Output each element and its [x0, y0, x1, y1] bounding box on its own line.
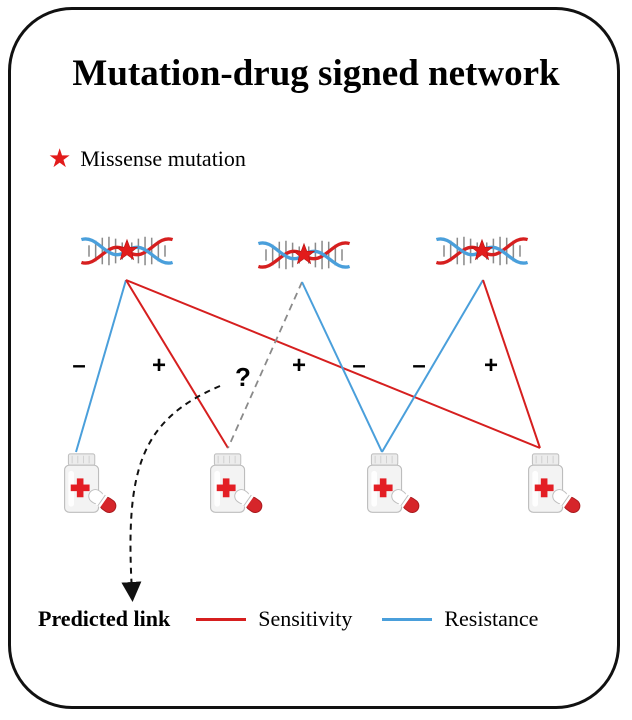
- legend-resistance: Resistance: [382, 606, 538, 632]
- edge-sign-6: +: [483, 352, 498, 379]
- legend-sensitivity-swatch: [196, 617, 247, 621]
- drug-node-3-bottle-icon: [367, 453, 423, 516]
- diagram-title: Mutation-drug signed network: [72, 53, 560, 94]
- star-icon: ★: [48, 144, 72, 173]
- legend-resistance-swatch: [382, 617, 433, 621]
- drug-node-4-bottle-icon: [528, 453, 584, 516]
- missense-legend: ★ Missense mutation: [48, 145, 246, 173]
- predicted-arrow: [121, 385, 221, 602]
- edge-resistance-1: [75, 279, 127, 453]
- edge-sensitivity-7: [482, 279, 541, 449]
- legend-resistance-label: Resistance: [444, 606, 539, 631]
- edge-sign-5: –: [412, 352, 426, 379]
- mutation-node-1-dna-icon: [79, 235, 175, 267]
- edge-sign-3: +: [291, 352, 306, 379]
- edge-resistance-5: [301, 281, 383, 453]
- mutation-node-3-dna-icon: [434, 235, 530, 267]
- mutation-node-2-dna-icon: [256, 239, 352, 271]
- drug-node-1-bottle-icon: [64, 453, 120, 516]
- edge-predicted-4: [227, 281, 303, 449]
- edge-sign-1: –: [72, 352, 86, 379]
- diagram-frame: [8, 7, 620, 709]
- edge-sensitivity-3: [125, 279, 541, 449]
- legend-sensitivity-label: Sensitivity: [258, 606, 353, 631]
- missense-label: Missense mutation: [80, 146, 246, 171]
- predicted-link-question-mark: ?: [235, 362, 251, 392]
- legend-sensitivity: Sensitivity: [196, 606, 352, 632]
- legend: Predicted link Sensitivity Resistance: [38, 604, 568, 634]
- edge-sign-2: +: [151, 352, 166, 379]
- edge-sign-4: –: [352, 352, 366, 379]
- drug-node-2-bottle-icon: [210, 453, 266, 516]
- edge-resistance-6: [381, 279, 484, 453]
- edge-sensitivity-2: [125, 279, 229, 449]
- legend-predicted-link: Predicted link: [38, 606, 171, 631]
